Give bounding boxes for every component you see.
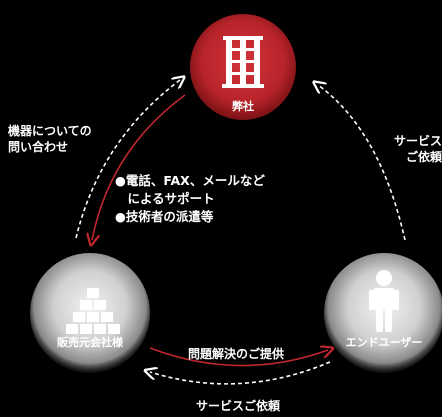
support-line2: によるサポート [115,191,215,206]
inquiry-label: 機器についての 問い合わせ [8,123,92,155]
support-line3: ●技術者の派遣等 [115,209,214,224]
boxes-icon [66,288,120,334]
enduser-circle [324,253,442,373]
distributor-label: 販売元会社様 [57,336,123,349]
problem-solving-arrow [149,348,328,367]
company-label: 弊社 [232,100,254,113]
company-node [190,14,296,120]
service-request-bottom-label: サービスご依頼 [196,399,281,413]
support-line1: ●電話、FAX、メールなど [115,173,265,188]
support-label: ●電話、FAX、メールなど によるサポート ●技術者の派遣等 [115,172,265,226]
service-request-right-line2: ご依頼 [405,150,442,164]
inquiry-label-line2: 問い合わせ [8,140,69,154]
inquiry-label-line1: 機器についての [8,124,92,138]
service-request-right-label: サービス ご依頼 [380,133,442,165]
enduser-node [324,253,442,373]
building-icon [222,36,264,88]
service-request-right-arrow [318,85,406,241]
inquiry-arrow [75,80,180,239]
problem-solving-label: 問題解決のご提供 [188,347,285,361]
service-request-right-line1: サービス [393,134,442,148]
support-arrow [92,94,186,240]
distributor-node [30,253,150,373]
enduser-label: エンドユーザー [345,336,423,349]
service-request-bottom-arrow [150,361,331,385]
person-icon [369,270,399,332]
